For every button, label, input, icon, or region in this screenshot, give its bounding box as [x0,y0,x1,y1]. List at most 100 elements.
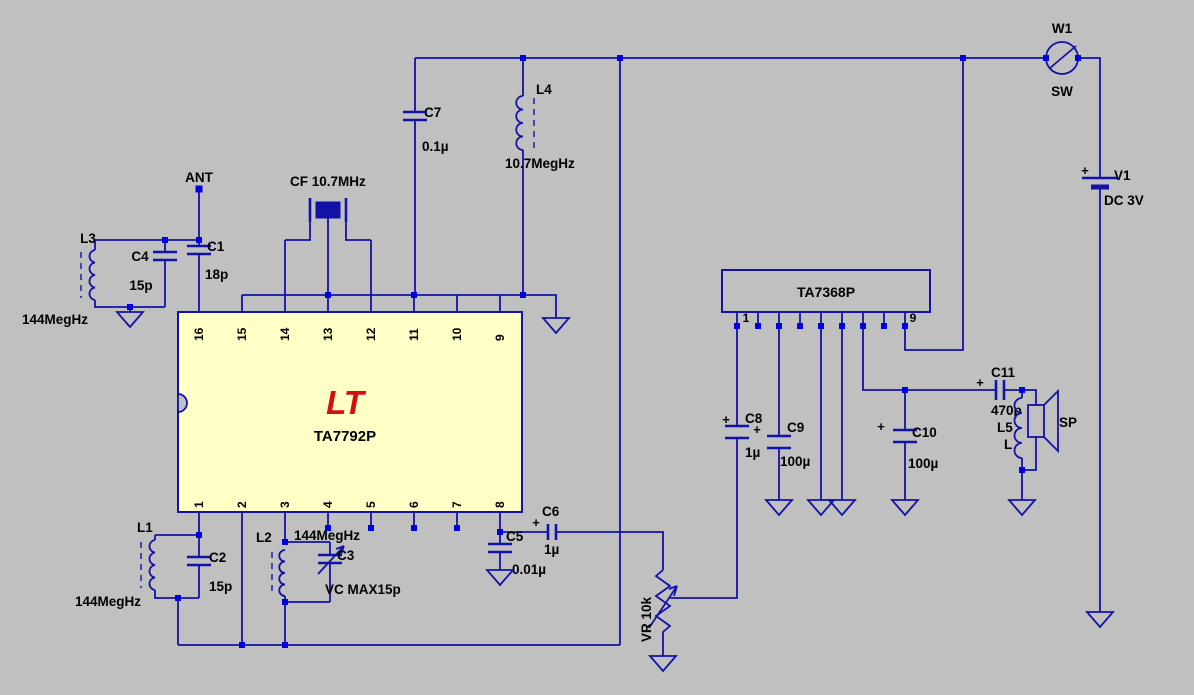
c1-label: C1 [207,239,225,254]
ic1-pin9: 9 [493,334,507,341]
c2-capacitor[interactable]: C2 15p [187,550,232,594]
c7-value: 0.1µ [422,139,449,154]
ic1-title: TA7792P [314,428,376,445]
c9-value: 100µ [780,454,810,469]
v1-value: DC 3V [1104,193,1144,208]
ic1-pin1: 1 [192,501,206,508]
c6-label: C6 [542,504,560,519]
w1-label: W1 [1052,21,1073,36]
ic2-title: TA7368P [797,284,855,300]
ground-l3[interactable] [115,311,145,329]
c3-value: VC MAX15p [325,582,401,597]
ic1-pin3: 3 [278,501,292,508]
c4-capacitor[interactable]: C4 15p [129,249,177,293]
speaker[interactable]: SP [1027,388,1077,454]
cf-label: CF 10.7MHz [290,174,366,189]
antenna-port[interactable]: ANT [185,170,214,193]
vr-potentiometer[interactable]: VR 10k [639,569,678,642]
ta7792p-ic[interactable]: LT TA7792P 16 15 14 13 12 11 10 9 1 2 3 … [177,311,523,513]
ground-battery[interactable] [1085,611,1115,629]
ground-vr[interactable] [648,655,678,673]
ic2-pin1: 1 [743,311,750,325]
c10-label: C10 [912,425,937,440]
l1-label: L1 [137,520,153,535]
c2-label: C2 [209,550,226,565]
ic1-pin2: 2 [235,501,249,508]
c9-capacitor[interactable]: + C9 100µ [753,420,810,469]
c8-value: 1µ [745,445,760,460]
l2-value: 144MegHz [294,528,360,543]
l2-label: L2 [256,530,272,545]
c6-capacitor[interactable]: + C6 1µ [532,504,560,557]
ic1-pin4: 4 [321,501,335,508]
c10-value: 100µ [908,456,938,471]
w1-switch[interactable]: W1 SW [1043,21,1081,99]
v1-label: V1 [1114,168,1131,183]
l1-inductor[interactable]: L1 144MegHz [75,520,156,609]
c4-value: 15p [129,278,152,293]
c6-value: 1µ [544,542,559,557]
lt-logo: LT [326,384,367,421]
c11-plus: + [976,375,984,390]
l5-inductor[interactable]: L5 L [997,397,1023,459]
wire-net[interactable] [94,57,1101,656]
ic1-pin16: 16 [192,327,206,341]
l4-label: L4 [536,82,552,97]
cf-ceramic-filter[interactable]: CF 10.7MHz [290,174,366,222]
l4-inductor[interactable]: L4 10.7MegHz [505,82,575,171]
ic1-pin14: 14 [278,327,292,341]
c8-label: C8 [745,411,763,426]
ic2-pin9: 9 [910,311,917,325]
ic1-pin12: 12 [364,327,378,341]
junction-dots [127,55,1025,648]
c1-capacitor[interactable]: C1 18p [187,239,228,282]
ic1-pin6: 6 [407,501,421,508]
v1-battery[interactable]: + V1 DC 3V [1081,163,1144,208]
c6-plus: + [532,515,540,530]
ground-c9[interactable] [764,499,794,517]
c8-capacitor[interactable]: + C8 1µ [722,411,763,460]
c5-value: 0.01µ [512,562,546,577]
ic1-pin13: 13 [321,327,335,341]
ic1-pin11: 11 [407,328,421,341]
ground-pin5[interactable] [806,499,836,517]
ground-c10[interactable] [890,499,920,517]
l3-inductor[interactable]: L3 144MegHz [22,231,96,327]
ground-pin6[interactable] [827,499,857,517]
c8-plus: + [722,412,730,427]
w1-value: SW [1051,84,1073,99]
c9-plus: + [753,422,761,437]
ic1-pin7: 7 [450,501,464,508]
ground-c5[interactable] [485,569,515,587]
l5-label: L5 [997,420,1013,435]
ic1-pin8: 8 [493,501,507,508]
vr-label: VR 10k [639,596,654,642]
ic1-pin5: 5 [364,501,378,508]
l2-inductor[interactable]: L2 144MegHz [256,528,360,597]
c7-label: C7 [424,105,441,120]
c10-plus: + [877,419,885,434]
l5-value: L [1004,437,1012,452]
l3-value: 144MegHz [22,312,88,327]
c5-capacitor[interactable]: C5 0.01µ [488,529,546,577]
c3-variable-capacitor[interactable]: C3 VC MAX15p [317,545,401,597]
c5-label: C5 [506,529,524,544]
l4-value: 10.7MegHz [505,156,575,171]
c9-label: C9 [787,420,804,435]
c10-capacitor[interactable]: + C10 100µ [877,419,938,471]
ant-label: ANT [185,170,213,185]
v1-plus: + [1081,163,1089,178]
l1-value: 144MegHz [75,594,141,609]
ic1-pin15: 15 [235,327,249,341]
c3-label: C3 [337,548,355,563]
ic1-pin10: 10 [450,327,464,341]
c4-label: C4 [131,249,149,264]
ground-speaker[interactable] [1007,499,1037,517]
ground-ic1-bus[interactable] [541,317,571,335]
c7-capacitor[interactable]: C7 0.1µ [403,105,449,154]
ground-symbols[interactable] [115,311,1115,673]
c11-label: C11 [991,365,1016,380]
pin-pads [325,323,908,531]
ta7368p-ic[interactable]: TA7368P 1 9 [721,269,931,326]
